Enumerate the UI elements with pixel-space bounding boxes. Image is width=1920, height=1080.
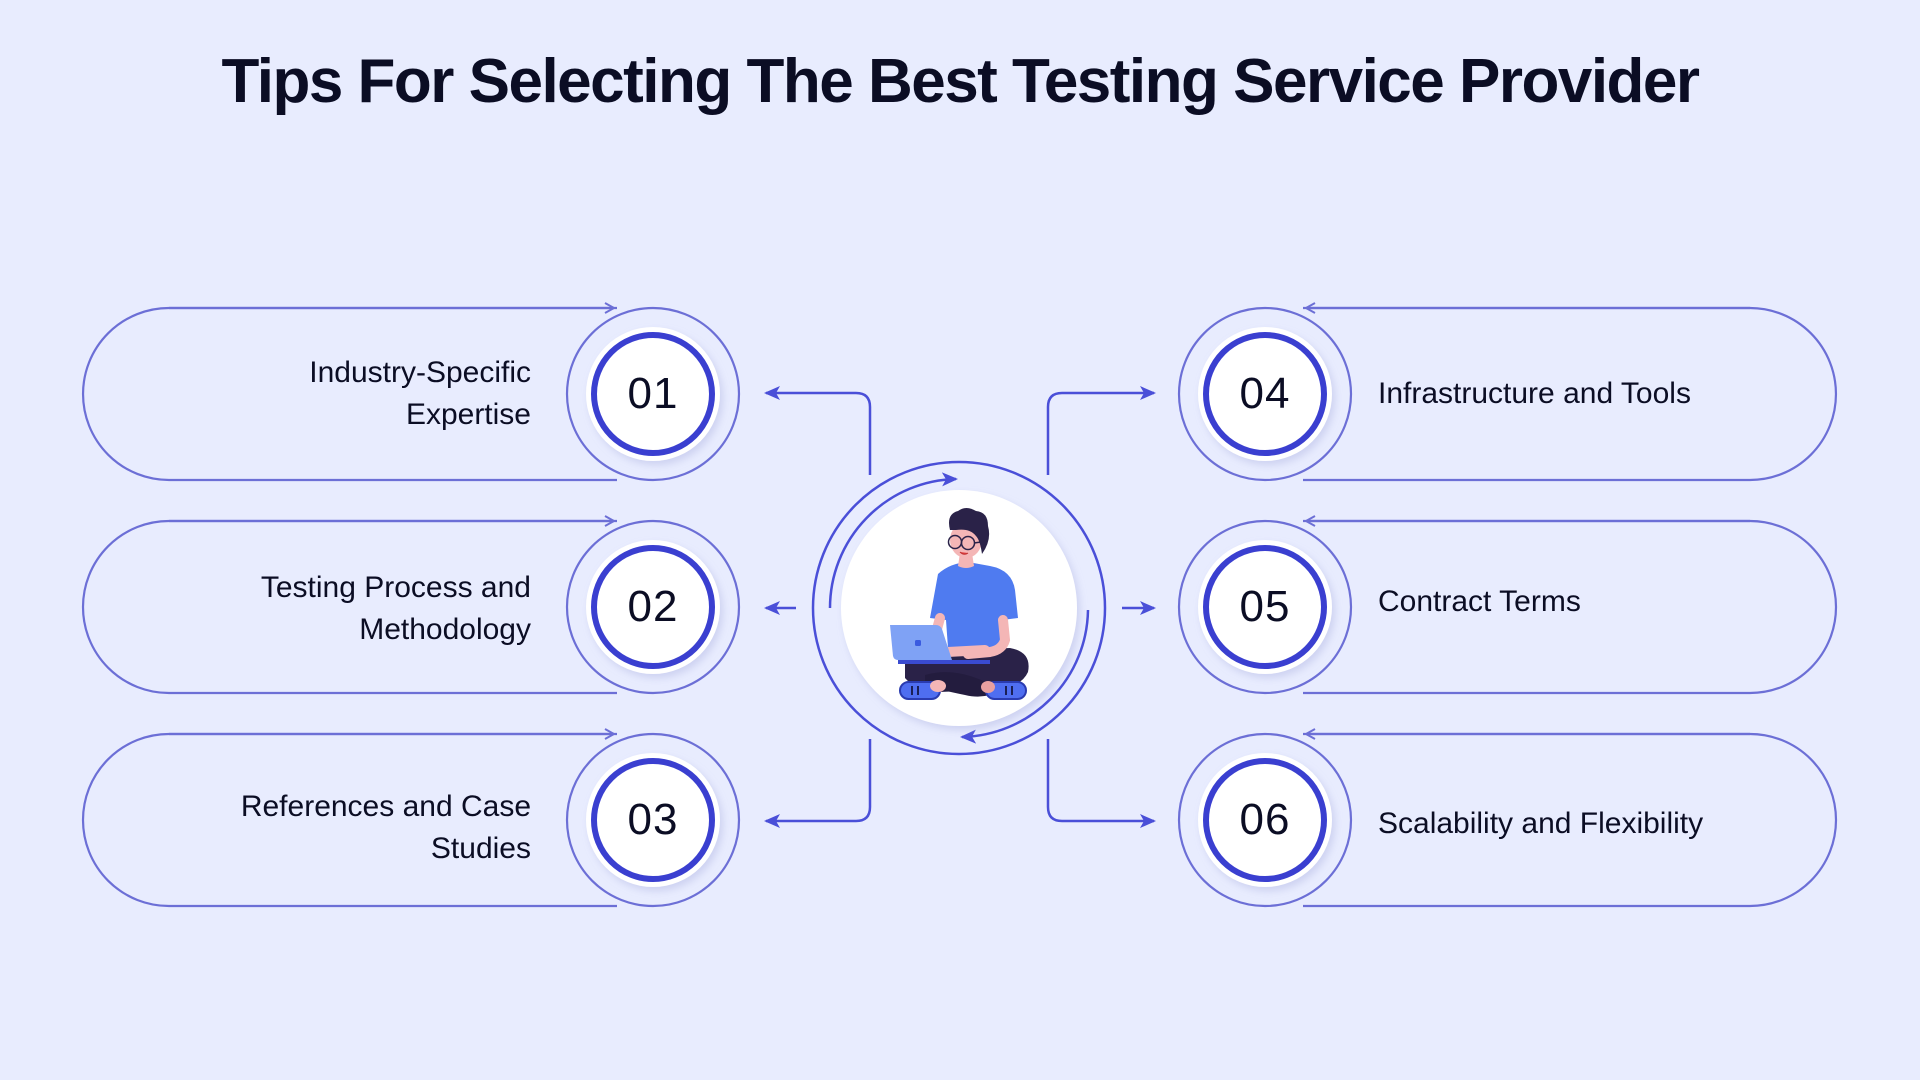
tip-label-03: References and Case Studies xyxy=(111,786,531,870)
tip-number-06: 06 xyxy=(1239,795,1291,844)
tip-label-05: Contract Terms xyxy=(1378,581,1818,623)
card-outline-04 xyxy=(1177,308,1838,482)
tip-label-01-line-1: Industry-Specific xyxy=(309,356,531,389)
tip-label-01-line-2: Expertise xyxy=(405,398,531,431)
tip-label-03-line-1: References and Case xyxy=(240,790,531,823)
card-outline-01 xyxy=(81,308,741,482)
tip-label-02-line-2: Methodology xyxy=(359,613,531,646)
tip-number-05: 05 xyxy=(1239,582,1291,631)
tip-label-06: Scalability and Flexibility xyxy=(1378,803,1818,845)
tip-label-02: Testing Process and Methodology xyxy=(111,567,531,651)
card-outline-02 xyxy=(81,521,741,695)
page-title: Tips For Selecting The Best Testing Serv… xyxy=(221,47,1700,116)
card-outline-03 xyxy=(81,734,741,908)
tip-label-05-line-1: Contract Terms xyxy=(1378,585,1581,618)
tip-number-01: 01 xyxy=(627,369,679,418)
tip-label-03-line-2: Studies xyxy=(430,832,531,865)
tip-number-02: 02 xyxy=(627,582,679,631)
tip-label-02-line-1: Testing Process and xyxy=(260,571,531,604)
tip-number-04: 04 xyxy=(1239,369,1291,418)
tip-label-06-line-1: Scalability and Flexibility xyxy=(1378,807,1704,840)
person-with-laptop-icon xyxy=(890,508,1029,700)
connector-arrows xyxy=(764,386,1156,828)
tip-number-03: 03 xyxy=(627,795,679,844)
tip-label-01: Industry-Specific Expertise xyxy=(111,352,531,436)
tip-label-04: Infrastructure and Tools xyxy=(1378,373,1818,415)
card-outline-06 xyxy=(1177,734,1838,908)
card-outline-05 xyxy=(1177,521,1838,695)
tip-label-04-line-1: Infrastructure and Tools xyxy=(1378,377,1691,410)
